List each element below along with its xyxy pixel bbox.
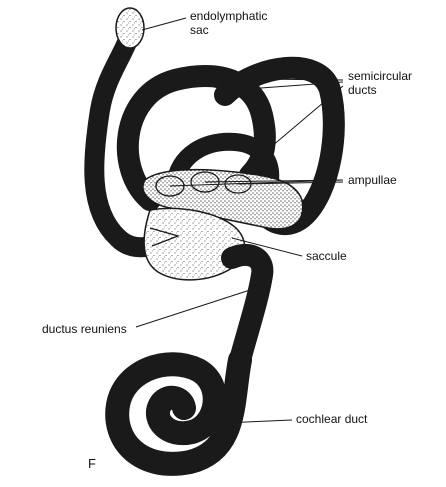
label-saccule: saccule (306, 249, 347, 263)
label-cochlear-duct: cochlear duct (296, 412, 368, 426)
label-ducts: ducts (348, 83, 377, 97)
label-semicircular: semicircular (348, 69, 412, 83)
leader-endolymphatic-sac (142, 18, 186, 30)
label-sac: sac (190, 23, 209, 37)
cochlear-duct-spiral (117, 360, 240, 464)
ductus-reuniens-tube (232, 255, 262, 360)
label-ductus-reuniens: ductus reuniens (42, 322, 127, 336)
label-endolymphatic: endolymphatic (190, 9, 267, 23)
leader-ductus-reuniens (136, 290, 250, 327)
label-ampullae: ampullae (348, 173, 397, 187)
panel-letter: F (88, 456, 96, 471)
endolymphatic-sac (116, 8, 144, 48)
